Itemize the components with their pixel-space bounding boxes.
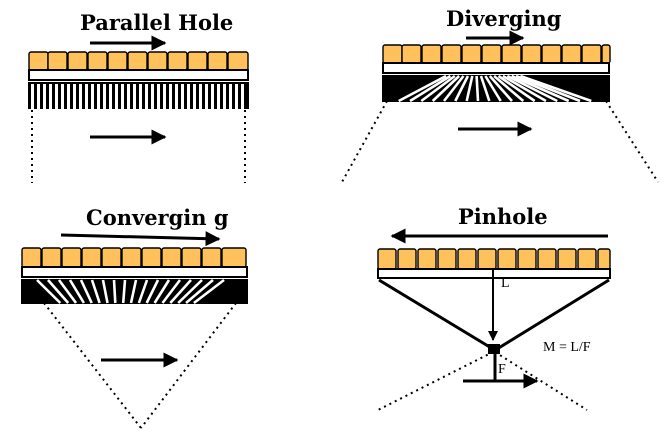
- pinhole-aperture: [488, 344, 500, 354]
- pinhole-label-F: F: [498, 362, 506, 377]
- diverging-collimator-holes: [382, 74, 610, 103]
- parallel-light-guide: [28, 69, 249, 81]
- converging-field-edge-right: [140, 302, 237, 429]
- diverging-field-edge-right: [605, 100, 659, 183]
- pinhole-field-edge-right: [494, 351, 588, 411]
- parallel-crystal-row: [28, 51, 249, 71]
- panel-parallel-hole: Parallel Hole: [28, 10, 249, 183]
- diverging-title: Diverging: [446, 6, 562, 31]
- pinhole-label-L: L: [501, 276, 510, 291]
- parallel-collimator-holes: [28, 82, 249, 109]
- pinhole-cone-right: [496, 278, 610, 351]
- converging-light-guide: [21, 266, 248, 278]
- diverging-light-guide: [382, 62, 610, 74]
- converging-title: Convergin g: [86, 205, 229, 230]
- pinhole-cone-left: [378, 278, 494, 351]
- diverging-crystal-row: [382, 44, 611, 64]
- diverging-field-edge-left: [341, 100, 388, 183]
- converging-collimator-holes: [21, 278, 248, 305]
- parallel-hole-title: Parallel Hole: [80, 10, 233, 35]
- pinhole-crystal-row: [377, 248, 611, 270]
- pinhole-magnification-formula: M = L/F: [543, 340, 591, 355]
- converging-crystal-row: [21, 247, 247, 268]
- converging-field-edge-left: [43, 302, 142, 429]
- panel-converging: Convergin g: [21, 205, 248, 429]
- panel-diverging: Diverging: [341, 6, 659, 183]
- panel-pinhole: Pinhole L F M = L/F: [377, 204, 611, 411]
- pinhole-title: Pinhole: [458, 204, 548, 229]
- converging-top-arrow: [60, 231, 221, 247]
